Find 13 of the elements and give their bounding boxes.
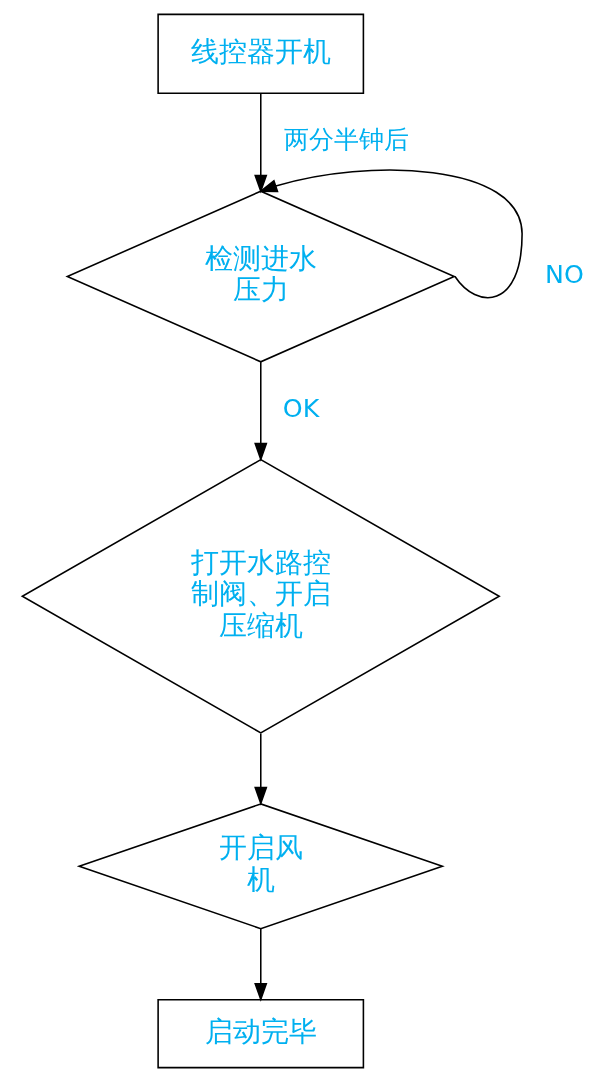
arrow (253, 732, 267, 806)
arrow (253, 361, 267, 462)
edge-label: OK (282, 393, 319, 423)
node-diamond: 检测进水压力 (64, 190, 456, 363)
arrow (258, 169, 523, 299)
node-diamond: 打开水路控制阀、开启压缩机 (20, 458, 501, 734)
arrow (253, 928, 267, 1002)
edge-label: NO (544, 259, 584, 289)
node-box: 线控器开机 (156, 13, 364, 95)
node-box: 启动完毕 (156, 998, 364, 1069)
edge-label: 两分半钟后 (283, 125, 409, 155)
node-diamond: 开启风机 (76, 803, 445, 930)
arrow (253, 92, 267, 194)
